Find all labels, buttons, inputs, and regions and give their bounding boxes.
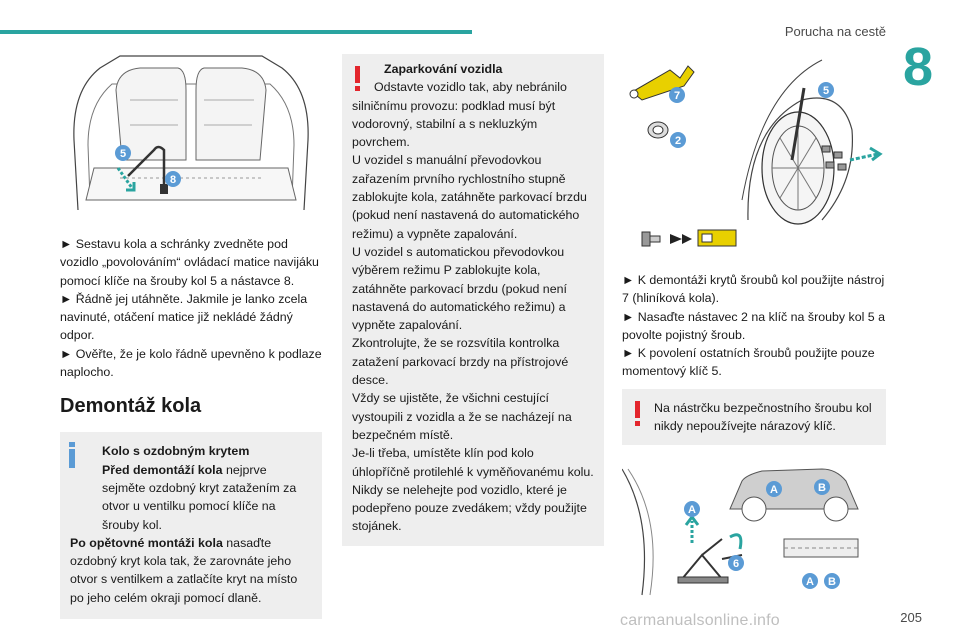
warning-line: U vozidel s manuální převodovkou zařazen…: [352, 153, 587, 241]
step-text: ► Nasaďte nástavec 2 na klíč na šrouby k…: [622, 309, 886, 342]
figure-label: 6: [733, 558, 739, 570]
step-text: ► K demontáži krytů šroubů kol použijte …: [622, 273, 885, 306]
warning-line: Je-li třeba, umístěte klín pod kolo úhlo…: [352, 446, 594, 479]
step-text: ► Ověřte, že je kolo řádně upevněno k po…: [60, 346, 322, 380]
warning-icon: [634, 400, 642, 427]
section-heading: Demontáž kola: [60, 395, 202, 418]
page-number: 205: [900, 610, 922, 625]
warning-line: Vždy se ujistěte, že všichni cestující v…: [352, 391, 572, 442]
warning-line: Nikdy se nelehejte pod vozidlo, které je…: [352, 482, 587, 534]
info-bold: Po opětovné montáži kola: [70, 535, 223, 550]
figure-label: A: [770, 484, 778, 496]
figure-label: A: [688, 504, 696, 516]
figure-label: B: [818, 482, 826, 494]
figure-label: 7: [674, 90, 680, 102]
info-bold: Před demontáží kola: [102, 462, 223, 477]
header-title: Porucha na cestě: [784, 24, 886, 39]
info-title: Kolo s ozdobným krytem: [102, 444, 250, 459]
info-text: nasaďte ozdobný kryt kola tak, že zarovn…: [70, 535, 298, 605]
info-icon: [66, 442, 78, 469]
warning-line: Zkontrolujte, že se rozsvítila kontrolka…: [352, 336, 569, 388]
chapter-number: 8: [903, 37, 934, 97]
figure-label: 8: [170, 174, 176, 186]
wheel-bolt-illustration: 7 2 5: [622, 50, 886, 260]
step-text: ► Sestavu kola a schránky zvedněte pod v…: [60, 237, 319, 288]
header-accent-bar: [0, 30, 472, 34]
warning-title: Zaparkování vozidla: [384, 62, 503, 76]
figure-label: 5: [120, 148, 126, 160]
watermark: carmanualsonline.info: [620, 612, 780, 629]
warning-line: Odstavte vozidlo tak, aby nebránilo siln…: [352, 80, 567, 150]
impact-wrench-warning: Na nástrčku bezpečnostního šroubu kol ni…: [622, 388, 886, 446]
jack-position-illustration: A 6 A B A B: [621, 459, 886, 600]
figure-label: A: [806, 576, 814, 588]
warning-text: Na nástrčku bezpečnostního šroubu kol ni…: [654, 400, 872, 434]
figure-label: 5: [823, 85, 829, 97]
column-3: 7 2 5 ► K demontáži krytů: [621, 50, 886, 604]
column-2: Zaparkování vozidla Odstavte vozidlo tak…: [342, 54, 604, 546]
trunk-winch-illustration: 5 8: [60, 50, 322, 218]
figure-label: B: [828, 576, 836, 588]
step-text: ► K povolení ostatních šroubů použijte p…: [622, 346, 875, 379]
info-box: Kolo s ozdobným krytem Před demontáží ko…: [60, 432, 322, 620]
column-1: 5 8 ► Sestavu kola a schránky zvedněte p…: [60, 50, 322, 620]
warning-icon: [354, 66, 362, 92]
info-text: nejprve sejměte ozdobný kryt zatažením z…: [102, 462, 297, 532]
parking-warning-box: Zaparkování vozidla Odstavte vozidlo tak…: [342, 54, 604, 546]
step-text: ► Řádně jej utáhněte. Jakmile je lanko z…: [60, 291, 308, 343]
warning-line: U vozidel s automatickou převodovkou výb…: [352, 244, 567, 333]
figure-label: 2: [675, 135, 681, 147]
